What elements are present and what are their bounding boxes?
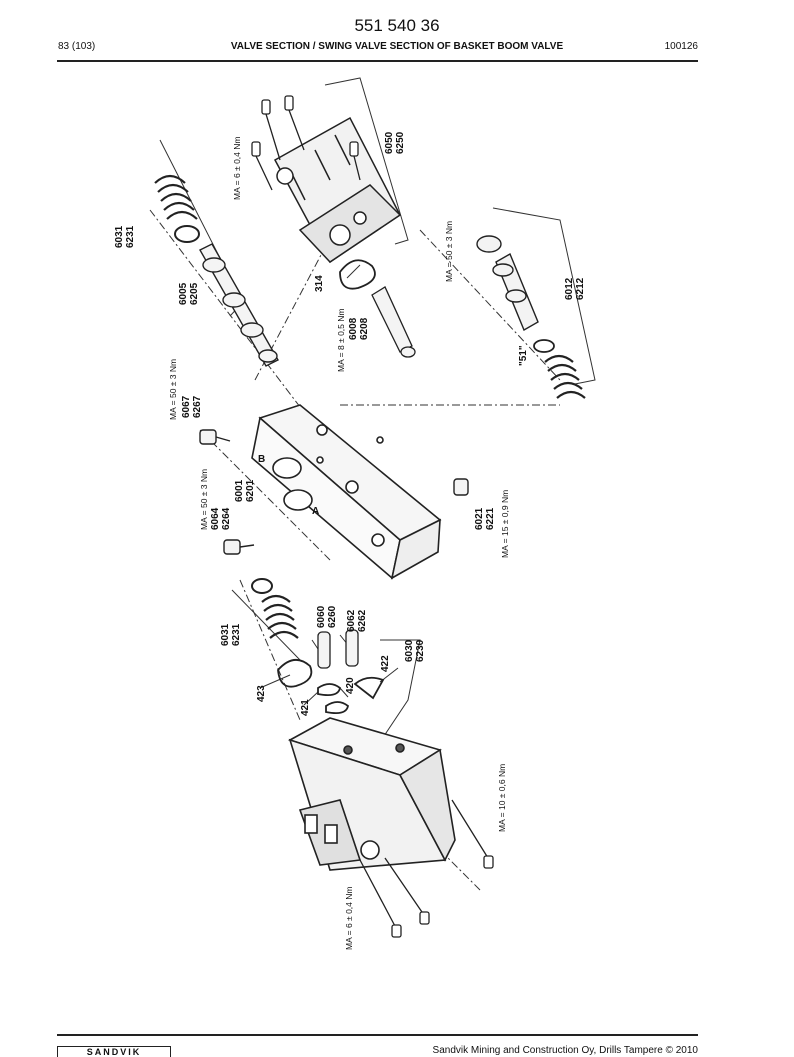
header-rule: [57, 60, 698, 62]
plugs-6067-6064: [199, 429, 255, 555]
spool-6005: [199, 243, 279, 367]
label-6067: 60676267: [181, 395, 203, 418]
label-423: 423: [256, 685, 267, 702]
spring-seat-51: [533, 339, 555, 353]
label-6031-top: 60316231: [114, 225, 136, 248]
label-6060: 60606260: [316, 605, 338, 628]
spring-seat-6031-bottom: [251, 578, 273, 594]
label-51: "51": [518, 345, 529, 366]
label-6008: 60086208: [348, 317, 370, 340]
torque-spec: MA = 15 ± 0,9 Nm: [500, 490, 510, 558]
torque-spec: MA = 50 ± 3 Nm: [168, 359, 178, 420]
document-number: 551 540 36: [354, 16, 440, 35]
label-6031-bottom: 60316231: [220, 623, 242, 646]
spring-51: [544, 354, 586, 399]
seal-314: [339, 259, 376, 290]
actuator-6030: [287, 717, 456, 871]
torque-spec: MA = 10 ± 0,6 Nm: [497, 764, 507, 832]
footer-rule: [57, 1034, 698, 1036]
assembly-axis-line: [149, 199, 561, 891]
torque-spec: MA = 6 ± 0,4 Nm: [344, 887, 354, 950]
spring-6031-top: [154, 174, 198, 220]
screws-6050: [251, 95, 361, 191]
page-title: VALVE SECTION / SWING VALVE SECTION OF B…: [230, 41, 564, 52]
label-6001: 60016201: [234, 479, 256, 502]
sandvik-logo: SANDVIK: [57, 1046, 171, 1057]
actuator-6050: [273, 116, 402, 264]
label-422: 422: [380, 655, 391, 672]
torque-spec: MA = 6 ± 0,4 Nm: [232, 137, 242, 200]
seals-420-423: [277, 659, 385, 715]
bracket-6012: [492, 207, 596, 385]
label-420: 420: [345, 677, 356, 694]
label-6062: 60626262: [346, 609, 368, 632]
bracket-6050: [324, 77, 409, 245]
label-6012: 60126212: [564, 277, 586, 300]
label-421: 421: [300, 699, 311, 716]
page-indicator: 83 (103): [58, 41, 96, 52]
valve-body-6001: [251, 404, 442, 580]
plug-6012: [476, 235, 539, 332]
label-6005: 60056205: [178, 282, 200, 305]
label-6064: 60646264: [210, 507, 232, 530]
spring-6031-bottom: [261, 594, 299, 639]
footer-copyright: Sandvik Mining and Construction Oy, Dril…: [432, 1045, 698, 1056]
spring-seat-6031-top: [174, 225, 200, 243]
torque-spec: MA = 8 ± 0,5 Nm: [336, 309, 346, 372]
label-6030: 60306230: [404, 639, 426, 662]
port-a-label: A: [312, 506, 319, 517]
plug-6021: [453, 478, 469, 496]
pins-6060-6062: [317, 629, 359, 669]
label-314: 314: [314, 275, 325, 292]
torque-spec: MA = 50 ± 3 Nm: [199, 469, 209, 530]
bracket-6031-bottom: [231, 589, 301, 661]
label-6050: 60506250: [384, 131, 406, 154]
screws-6030: [359, 799, 494, 938]
label-6021: 60216221: [474, 507, 496, 530]
torque-spec: MA = 50 ± 3 Nm: [444, 221, 454, 282]
port-b-label: B: [258, 454, 265, 465]
bracket-6030: [379, 639, 421, 743]
plunger-6008: [371, 286, 416, 358]
document-code: 100126: [664, 41, 698, 52]
